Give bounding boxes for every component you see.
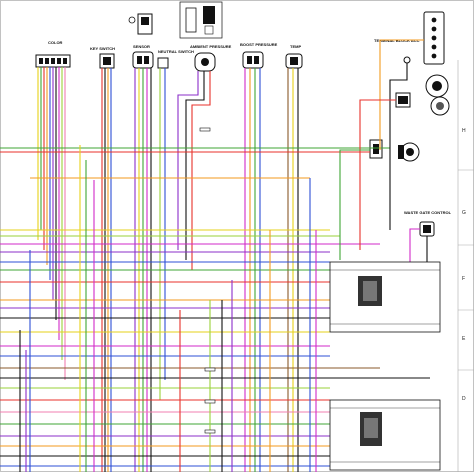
ambient-pressure-label: AMBIENT PRESSURE [190,44,232,49]
connector-label-color: COLOR [48,40,63,45]
controller-module-2 [329,399,441,471]
grid-label-e: E [462,336,466,342]
grid-label-h: H [462,128,466,134]
sensor-label: SENSOR [133,44,150,49]
boost-pressure-label: BOOST PRESSURE [240,42,278,47]
neutral-switch-label: NEUTRAL SWITCH [158,49,194,54]
connector-icons [128,1,450,237]
grid-label-f: F [462,276,465,282]
grid-label-d: D [462,396,466,402]
controller-module-1 [329,261,441,333]
waste-gate-label: WASTE GATE CONTROL [404,210,452,215]
key-switch-label: KEY SWITCH [90,46,115,51]
grid-label-g: G [462,210,466,216]
wires [0,39,430,472]
connector-row [35,51,303,72]
inline-resistors [199,127,216,434]
temp-label: TEMP [290,44,301,49]
